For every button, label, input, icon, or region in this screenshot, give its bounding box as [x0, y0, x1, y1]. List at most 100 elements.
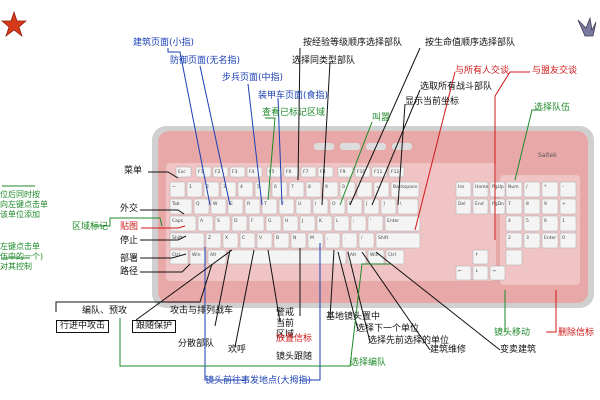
label-select-by-rank: 按经验等级顺序选择部队	[303, 38, 403, 48]
label-camera-last-event: 镜头前往事发地点(大拇指)	[205, 376, 312, 386]
key	[385, 249, 405, 265]
key-label: E	[230, 201, 233, 207]
key	[295, 198, 312, 215]
key	[290, 232, 307, 249]
key-label: 8	[526, 201, 529, 207]
note-line-6: 对其控制	[0, 262, 32, 271]
key	[472, 249, 489, 265]
label-select-all-combat: 选取所有战斗部队	[420, 82, 493, 92]
key-label: 3	[526, 235, 529, 241]
key	[523, 181, 541, 198]
key	[222, 232, 239, 249]
label-alert: 叫嚣	[372, 113, 391, 123]
key-label: Z	[208, 235, 211, 241]
key-label: ;	[353, 219, 355, 224]
key-label: R	[247, 201, 250, 207]
key	[227, 249, 347, 265]
key	[455, 181, 472, 198]
key-label: X	[225, 235, 228, 241]
label-stop: 停止	[120, 236, 139, 246]
key-label: '	[370, 218, 371, 224]
key	[505, 181, 523, 198]
key-label: G	[268, 218, 272, 224]
key-label: Q	[196, 201, 200, 207]
key	[505, 215, 523, 232]
key	[384, 215, 421, 232]
key-label: W	[213, 201, 218, 207]
key-label: I	[315, 201, 316, 207]
key	[472, 181, 489, 198]
key-label: Del	[458, 201, 465, 207]
key	[271, 181, 288, 198]
key-label: Caps	[172, 218, 184, 224]
key-label: Backspace	[393, 184, 417, 190]
key-label: B	[276, 235, 279, 241]
key-label: .	[508, 253, 509, 258]
key-label: A	[200, 218, 204, 224]
key	[273, 232, 290, 249]
key	[489, 198, 506, 215]
label-attack-move: 行进中攻击	[56, 320, 110, 333]
key	[169, 249, 189, 265]
key	[363, 198, 380, 215]
key-label: J	[301, 218, 303, 224]
key	[489, 181, 506, 198]
key	[324, 232, 341, 249]
brand-label: Saitek	[538, 152, 557, 159]
note-line-2: 向左键点击单	[0, 200, 48, 209]
label-menu: 菜单	[124, 166, 143, 176]
label-center-base: 基地镜头置中	[326, 312, 381, 322]
key-label: Esc	[178, 169, 186, 175]
key	[227, 198, 244, 215]
key-label: K	[319, 218, 323, 224]
key-label: End	[475, 201, 484, 207]
key	[333, 215, 350, 232]
key-label: F10	[357, 169, 365, 175]
key-label: PgUp	[492, 184, 504, 190]
label-delete-beacon: 删除信标	[558, 328, 595, 338]
key-label: T	[263, 201, 267, 207]
key-label: F1	[198, 169, 204, 175]
key-label: Ins	[458, 184, 465, 190]
key	[523, 215, 541, 232]
key-label: H	[285, 218, 288, 224]
key-label: 7	[508, 201, 511, 207]
key	[214, 215, 231, 232]
key-label: N	[293, 235, 296, 241]
key-label: =	[376, 185, 380, 190]
key-label: 6	[274, 184, 277, 190]
key	[265, 215, 282, 232]
label-build-page: 建筑页面(小指)	[133, 38, 195, 48]
key-label: 1	[562, 218, 565, 224]
label-escort-row: 攻击与排列战车	[170, 306, 234, 316]
key	[312, 198, 329, 215]
key-label: PgDn	[492, 201, 504, 207]
key-label: ↑	[475, 252, 479, 258]
label-armor-page: 装甲车页面(食指)	[258, 91, 329, 101]
key	[239, 232, 256, 249]
key-label: F8	[320, 169, 326, 175]
key	[316, 215, 333, 232]
key-label: Enter	[544, 235, 556, 241]
media-button	[314, 143, 334, 150]
key-label: F5	[269, 169, 275, 175]
bird-emblem-icon	[577, 16, 597, 37]
label-select-same-type: 选择同类型部队	[292, 56, 356, 66]
key-label: O	[332, 201, 336, 207]
label-camera-follow: 镜头跟随	[276, 352, 313, 362]
key-label: -	[562, 185, 564, 190]
key	[278, 198, 295, 215]
label-ally-chat: 与所有人交谈	[455, 66, 510, 76]
key	[205, 232, 222, 249]
key-label: C	[242, 235, 245, 241]
label-scatter: 分散部队	[178, 339, 215, 349]
key-label: 0	[342, 184, 345, 190]
key	[541, 181, 559, 198]
key	[472, 265, 489, 281]
key-label: U	[298, 201, 301, 207]
key-label: D	[234, 218, 238, 224]
key-label: F11	[374, 169, 382, 175]
key	[282, 215, 299, 232]
key-label: 8	[308, 184, 311, 190]
